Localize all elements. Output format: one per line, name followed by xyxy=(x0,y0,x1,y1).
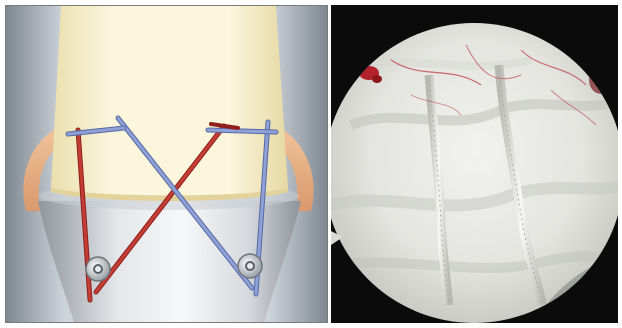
arthroscopic-photo xyxy=(331,5,618,323)
illustration-panel xyxy=(5,5,328,323)
anchor-right xyxy=(238,254,262,278)
tendon-graft xyxy=(51,6,288,196)
arthroscopic-photo-panel xyxy=(331,5,618,323)
anchor-left xyxy=(86,257,110,281)
suture-diagram xyxy=(6,6,327,322)
